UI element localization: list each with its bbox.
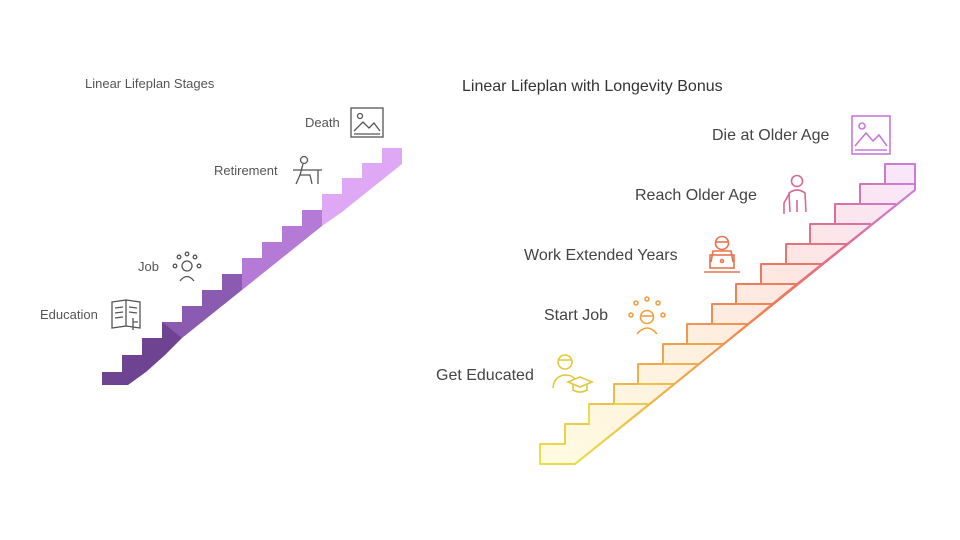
right-diagram: Linear Lifeplan with Longevity Bonus Get… bbox=[436, 78, 916, 465]
left-diagram: Linear Lifeplan Stages Education Job bbox=[40, 76, 402, 385]
right-label-work-extended-years: Work Extended Years bbox=[524, 247, 678, 264]
right-label-get-educated: Get Educated bbox=[436, 367, 534, 384]
right-staircase bbox=[539, 163, 916, 465]
right-diagram-title: Linear Lifeplan with Longevity Bonus bbox=[462, 78, 723, 95]
right-label-start-job: Start Job bbox=[544, 307, 608, 324]
elderly-person-icon bbox=[783, 174, 807, 214]
right-label-reach-older-age: Reach Older Age bbox=[635, 187, 757, 204]
left-label-education: Education bbox=[40, 307, 98, 322]
left-label-retirement: Retirement bbox=[214, 163, 278, 178]
left-staircase bbox=[102, 148, 402, 385]
left-label-job: Job bbox=[138, 259, 159, 274]
left-stair-segment-job bbox=[162, 274, 242, 338]
laptop-worker-icon bbox=[704, 235, 740, 273]
image-frame-icon bbox=[851, 115, 891, 155]
left-stair-segment-death bbox=[322, 148, 402, 226]
worker-network-icon bbox=[628, 296, 666, 335]
graduate-icon bbox=[552, 354, 595, 393]
left-label-death: Death bbox=[305, 115, 340, 130]
open-book-icon bbox=[111, 299, 141, 330]
image-frame-icon bbox=[350, 107, 384, 138]
worker-network-icon bbox=[172, 251, 202, 282]
left-diagram-title: Linear Lifeplan Stages bbox=[85, 76, 215, 91]
left-stair-segment-retirement bbox=[242, 210, 322, 290]
person-resting-icon bbox=[293, 155, 322, 185]
right-label-die-at-older-age: Die at Older Age bbox=[712, 127, 830, 144]
left-stair-segment-education bbox=[102, 322, 182, 385]
